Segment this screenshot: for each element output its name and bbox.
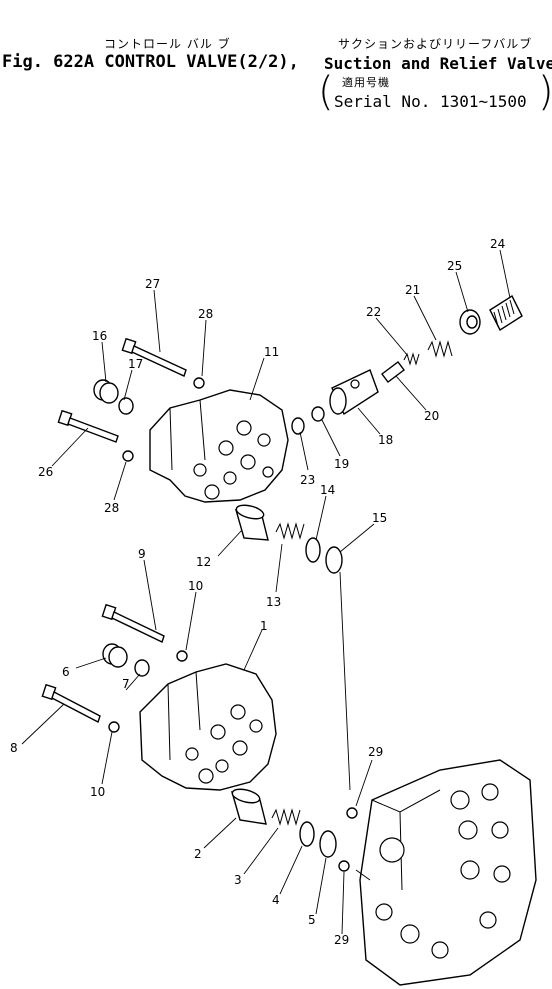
callout-1: 1 <box>260 619 268 633</box>
spring-21 <box>427 340 453 358</box>
callout-27: 27 <box>145 277 160 291</box>
bolt-8 <box>41 683 101 724</box>
callout-10-upper: 10 <box>188 579 203 593</box>
callout-17: 17 <box>128 357 143 371</box>
callout-15: 15 <box>372 511 387 525</box>
callout-20: 20 <box>424 409 439 423</box>
valve-body-lower <box>139 663 277 791</box>
o-ring-5 <box>319 830 337 858</box>
washer-28-lower <box>122 450 134 462</box>
assembly-line-b <box>355 869 371 881</box>
plug-6 <box>102 643 128 668</box>
callout-12: 12 <box>196 555 211 569</box>
title-jp-left: コントロール バル ブ <box>104 37 231 51</box>
nut-25 <box>459 309 481 335</box>
washer-29-lower <box>338 860 350 872</box>
o-ring-23 <box>291 417 305 435</box>
figure-title: Fig. 622A CONTROL VALVE(2/2), <box>2 52 299 72</box>
o-ring-17 <box>118 397 134 415</box>
callout-29-lower: 29 <box>334 933 349 947</box>
washer-28-upper <box>193 377 205 389</box>
spring-3 <box>271 808 301 826</box>
callout-10-lower: 10 <box>90 785 105 799</box>
sleeve-2 <box>230 788 267 825</box>
subtitle-right: Suction and Relief Valve <box>324 54 552 73</box>
callout-5: 5 <box>308 913 316 927</box>
callout-7: 7 <box>122 677 130 691</box>
callout-29-upper: 29 <box>368 745 383 759</box>
main-valve-block <box>359 759 537 986</box>
callout-18: 18 <box>378 433 393 447</box>
o-ring-15 <box>325 546 343 574</box>
left-paren: ( <box>318 69 334 115</box>
callout-28-upper: 28 <box>198 307 213 321</box>
ring-4 <box>299 821 315 847</box>
callout-19: 19 <box>334 457 349 471</box>
seat-19 <box>311 406 325 422</box>
spring-13 <box>275 522 305 540</box>
callout-25: 25 <box>447 259 462 273</box>
sleeve-12 <box>235 504 269 541</box>
adjust-screw-24 <box>489 294 523 332</box>
bolt-9 <box>101 603 165 643</box>
callout-23: 23 <box>300 473 315 487</box>
leader-lines <box>21 249 511 935</box>
washer-29-upper <box>346 807 358 819</box>
callout-13: 13 <box>266 595 281 609</box>
callout-22: 22 <box>366 305 381 319</box>
callout-3: 3 <box>234 873 242 887</box>
spring-22 <box>403 352 420 366</box>
washer-10-upper <box>176 650 188 662</box>
callout-26: 26 <box>38 465 53 479</box>
bolt-27 <box>121 337 187 377</box>
callout-28-lower: 28 <box>104 501 119 515</box>
serial-range: Serial No. 1301~1500 <box>334 92 527 111</box>
o-ring-7 <box>134 659 150 677</box>
callout-9: 9 <box>138 547 146 561</box>
callout-8: 8 <box>10 741 18 755</box>
callout-4: 4 <box>272 893 280 907</box>
callout-2: 2 <box>194 847 202 861</box>
callout-6: 6 <box>62 665 70 679</box>
callout-16: 16 <box>92 329 107 343</box>
valve-body-upper <box>149 389 289 503</box>
ring-14 <box>305 537 321 563</box>
valve-sleeve-18 <box>329 369 379 416</box>
title-jp-right: サクションおよびリリーフバルブ <box>338 37 533 51</box>
bolt-26 <box>57 409 119 443</box>
callout-14: 14 <box>320 483 335 497</box>
applicable-label: 適用号機 <box>342 76 390 89</box>
callout-11: 11 <box>264 345 279 359</box>
right-paren: ) <box>538 72 552 112</box>
poppet-20 <box>381 361 405 383</box>
assembly-line <box>339 571 351 791</box>
washer-10-lower <box>108 721 120 733</box>
callout-21: 21 <box>405 283 420 297</box>
callout-24: 24 <box>490 237 505 251</box>
plug-16 <box>93 379 119 404</box>
